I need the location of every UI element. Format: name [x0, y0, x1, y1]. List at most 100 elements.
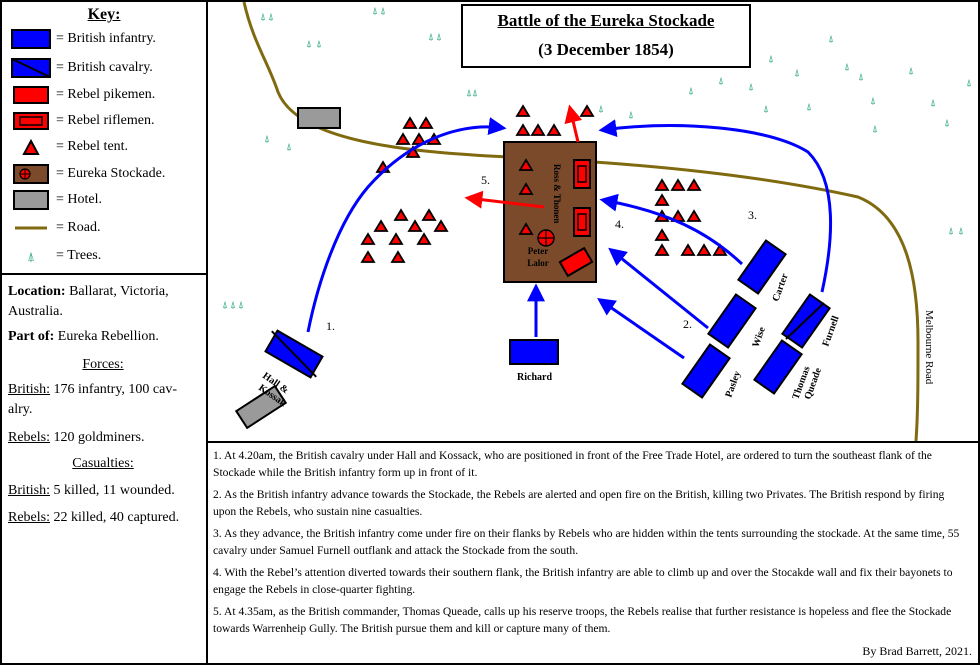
forces-heading: Forces: — [82, 357, 124, 372]
stockade-flag-icon — [537, 229, 555, 247]
unit-pasley — [681, 343, 731, 399]
rebels-label: Rebels: — [8, 510, 50, 525]
key-label: = Road. — [56, 220, 101, 235]
key-item-rebel-pikemen: = Rebel pikemen. — [10, 84, 155, 106]
svg-text:⍋: ⍋ — [966, 78, 972, 89]
key-label: = Trees. — [56, 248, 102, 263]
svg-text:⍋: ⍋ — [763, 104, 769, 115]
svg-text:⍋: ⍋ — [286, 142, 292, 153]
svg-text:⍋: ⍋ — [372, 6, 378, 17]
pasley-label: Pasley — [723, 370, 743, 399]
map-canvas: ⍋⍋⍋⍋ ⍋⍋⍋⍋ ⍋⍋⍋⍋ ⍋⍋⍋ ⍋⍋⍋⍋ ⍋⍋⍋⍋ ⍋⍋⍋⍋ ⍋⍋⍋⍋ ⍋… — [222, 2, 972, 441]
map-key: Key: = British infantry. = British caval… — [0, 0, 208, 275]
key-label: = Rebel tent. — [56, 139, 129, 154]
british-forces: British: 176 infantry, 100 cav-alry. — [8, 380, 198, 420]
unit-richard — [509, 339, 559, 365]
trees: ⍋⍋⍋⍋ ⍋⍋⍋⍋ ⍋⍋⍋⍋ ⍋⍋⍋ ⍋⍋⍋⍋ ⍋⍋⍋⍋ ⍋⍋⍋⍋ ⍋⍋⍋⍋ ⍋… — [222, 6, 972, 311]
map-subtitle: (3 December 1854) — [538, 40, 674, 59]
richard-label: Richard — [517, 372, 552, 383]
key-label: = Rebel riflemen. — [56, 113, 155, 128]
part-of: Part of: Eureka Rebellion. — [8, 327, 198, 347]
phase-2-label: 2. — [683, 317, 692, 331]
key-label: = Eureka Stockade. — [56, 166, 166, 181]
rebel-pikemen-icon — [10, 85, 52, 105]
svg-text:⍋: ⍋ — [428, 32, 434, 43]
tree-icon: ⍋ — [10, 246, 52, 266]
svg-text:⍋: ⍋ — [222, 300, 228, 311]
svg-text:⍋: ⍋ — [844, 62, 850, 73]
british-label: British: — [8, 483, 51, 498]
key-item-road: = Road. — [10, 217, 100, 239]
note-2: 2. As the British infantry advance towar… — [213, 488, 945, 518]
svg-text:⍋: ⍋ — [472, 88, 478, 99]
rebel-forces: Rebels: 120 goldminers. — [8, 428, 198, 448]
hotel-north — [297, 107, 341, 129]
part-of-value: Eureka Rebellion. — [57, 329, 159, 344]
british-casualties: British: 5 killed, 11 wounded. — [8, 481, 198, 501]
svg-text:⍋: ⍋ — [27, 249, 35, 264]
stockade-icon — [10, 164, 52, 184]
british-cavalry-icon — [10, 58, 52, 78]
battle-notes: 1. At 4.20am, the British cavalry under … — [206, 441, 980, 665]
british-label: British: — [8, 382, 51, 397]
svg-text:⍋: ⍋ — [930, 98, 936, 109]
hotel-south — [234, 384, 288, 430]
svg-text:⍋: ⍋ — [718, 76, 724, 87]
wise-label: Wise — [750, 325, 768, 349]
rebel-tents — [360, 104, 728, 263]
key-item-hotel: = Hotel. — [10, 189, 102, 211]
svg-text:⍋: ⍋ — [628, 110, 634, 121]
rebel-riflemen-icon — [10, 111, 52, 131]
rebel-tent-icon — [10, 137, 52, 157]
svg-text:⍋: ⍋ — [768, 54, 774, 65]
key-item-rebel-tent: = Rebel tent. — [10, 136, 128, 158]
british-infantry-icon — [10, 29, 52, 49]
key-item-british-infantry: = British infantry. — [10, 28, 156, 50]
unit-furnell — [781, 293, 831, 349]
key-item-stockade: = Eureka Stockade. — [10, 163, 165, 185]
rebels-label: Rebels: — [8, 430, 50, 445]
part-of-label: Part of: — [8, 329, 55, 344]
svg-text:⍋: ⍋ — [230, 300, 236, 311]
key-item-trees: ⍋ = Trees. — [10, 245, 101, 267]
furnell-label: Furnell — [820, 314, 841, 348]
svg-text:⍋: ⍋ — [316, 39, 322, 50]
svg-text:⍋: ⍋ — [688, 86, 694, 97]
svg-text:⍋: ⍋ — [958, 226, 964, 237]
svg-text:⍋: ⍋ — [466, 88, 472, 99]
key-label: = British cavalry. — [56, 60, 153, 75]
svg-text:⍋: ⍋ — [436, 32, 442, 43]
rebel-forces-value: 120 goldminers. — [53, 430, 145, 445]
svg-text:⍋: ⍋ — [806, 102, 812, 113]
svg-text:⍋: ⍋ — [948, 226, 954, 237]
svg-text:⍋: ⍋ — [944, 118, 950, 129]
svg-text:⍋: ⍋ — [748, 82, 754, 93]
casualties-heading: Casualties: — [72, 456, 134, 471]
svg-text:⍋: ⍋ — [260, 12, 266, 23]
rebel-casualties: Rebels: 22 killed, 40 captured. — [8, 508, 198, 528]
carter-label: Carter — [770, 272, 790, 303]
key-item-british-cavalry: = British cavalry. — [10, 57, 153, 79]
battle-info: Location: Ballarat, Victoria, Australia.… — [0, 273, 208, 665]
phase-4-label: 4. — [615, 217, 624, 231]
key-item-rebel-riflemen: = Rebel riflemen. — [10, 110, 154, 132]
svg-text:⍋: ⍋ — [828, 34, 834, 45]
svg-text:⍋: ⍋ — [598, 104, 604, 115]
stockade-tents — [518, 158, 534, 235]
author-credit: By Brad Barrett, 2021. — [862, 644, 972, 658]
key-label: = Rebel pikemen. — [56, 87, 156, 102]
note-3: 3. As they advance, the British infantry… — [213, 527, 960, 557]
note-5: 5. At 4.35am, as the British commander, … — [213, 605, 952, 635]
ross-thonen-label: Ross & Thonen — [552, 164, 562, 223]
phase-3-label: 3. — [748, 208, 757, 222]
british-movements — [306, 117, 833, 360]
battle-map: ⍋⍋⍋⍋ ⍋⍋⍋⍋ ⍋⍋⍋⍋ ⍋⍋⍋ ⍋⍋⍋⍋ ⍋⍋⍋⍋ ⍋⍋⍋⍋ ⍋⍋⍋⍋ ⍋… — [206, 0, 980, 443]
road-icon — [10, 218, 52, 238]
british-casualties-value: 5 killed, 11 wounded. — [53, 483, 175, 498]
location: Location: Ballarat, Victoria, Australia. — [8, 282, 198, 322]
svg-text:⍋: ⍋ — [870, 96, 876, 107]
peter-lalor-label-1: Peter — [528, 246, 548, 256]
phase-5-label: 5. — [481, 173, 490, 187]
note-1: 1. At 4.20am, the British cavalry under … — [213, 449, 932, 479]
svg-text:⍋: ⍋ — [908, 66, 914, 77]
